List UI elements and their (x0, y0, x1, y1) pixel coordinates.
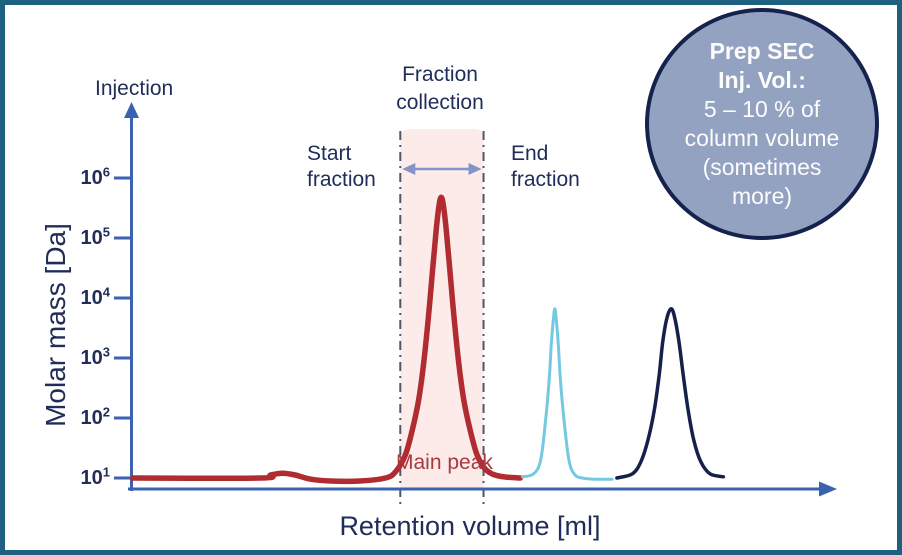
start-fraction-label: Start fraction (307, 141, 376, 193)
curve-late-eluting-peak-2 (617, 309, 724, 478)
y-axis-ticks (114, 178, 131, 478)
main-peak-label: Main peak (396, 450, 493, 476)
y-tick-label-1e1: 101 (38, 465, 110, 491)
curve-late-eluting-peak-1 (522, 309, 612, 479)
y-tick-label-1e6: 106 (38, 165, 110, 191)
x-axis-title: Retention volume [ml] (290, 513, 650, 539)
badge-heading: Prep SEC Inj. Vol.: (710, 37, 815, 95)
y-axis-title: Molar mass [Da] (43, 223, 69, 427)
y-tick-label-1e5: 105 (38, 225, 110, 251)
y-tick-label-1e2: 102 (38, 405, 110, 431)
prep-sec-badge: Prep SEC Inj. Vol.: 5 – 10 % of column v… (645, 8, 879, 240)
y-tick-label-1e4: 104 (38, 285, 110, 311)
injection-label: Injection (95, 76, 173, 102)
end-fraction-label: End fraction (511, 141, 580, 193)
badge-body: 5 – 10 % of column volume (sometimes mor… (685, 95, 840, 211)
y-axis-arrowhead-icon (124, 102, 139, 118)
x-axis-arrowhead-icon (819, 482, 837, 497)
fraction-collection-label: Fraction collection (360, 61, 520, 117)
y-tick-label-1e3: 103 (38, 345, 110, 371)
